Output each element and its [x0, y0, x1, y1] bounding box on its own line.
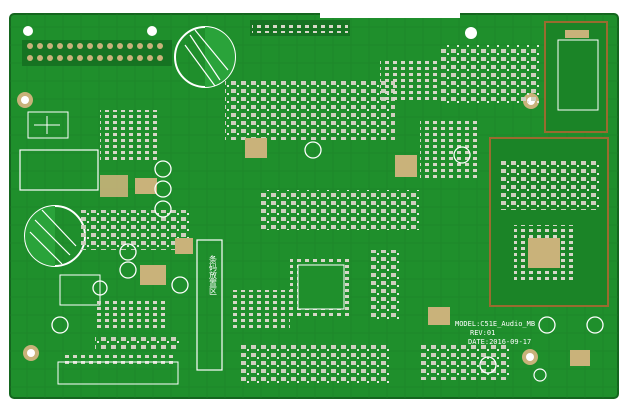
header-pin-row: [22, 26, 172, 66]
shielded-area: [489, 137, 609, 307]
top-connector: [250, 20, 350, 36]
center-components: [225, 60, 440, 385]
barcode-zone-label: 条码放置区: [209, 254, 218, 295]
small-capacitors: [51, 160, 189, 334]
revision-text: REV:01: [470, 329, 495, 337]
barcode-zone: 条码放置区: [196, 239, 223, 371]
rf-module: [544, 21, 608, 133]
mounting-hole: [465, 27, 477, 39]
mounting-hole: [23, 345, 39, 361]
qfp-chip: [290, 258, 352, 316]
model-label-block: MODEL:C51E_Audio_MB REV:01 DATE:2016-09-…: [455, 320, 535, 346]
capacitor-footprint: [174, 26, 236, 88]
right-components: [420, 45, 604, 382]
date-text: DATE:2016-09-17: [468, 338, 531, 346]
mounting-hole: [17, 92, 33, 108]
component-cluster: [59, 110, 193, 349]
inductor-footprint: [19, 111, 99, 191]
model-text: MODEL:C51E_Audio_MB: [455, 320, 535, 328]
mounting-hole: [522, 349, 538, 365]
fpc-connector: [57, 355, 179, 385]
